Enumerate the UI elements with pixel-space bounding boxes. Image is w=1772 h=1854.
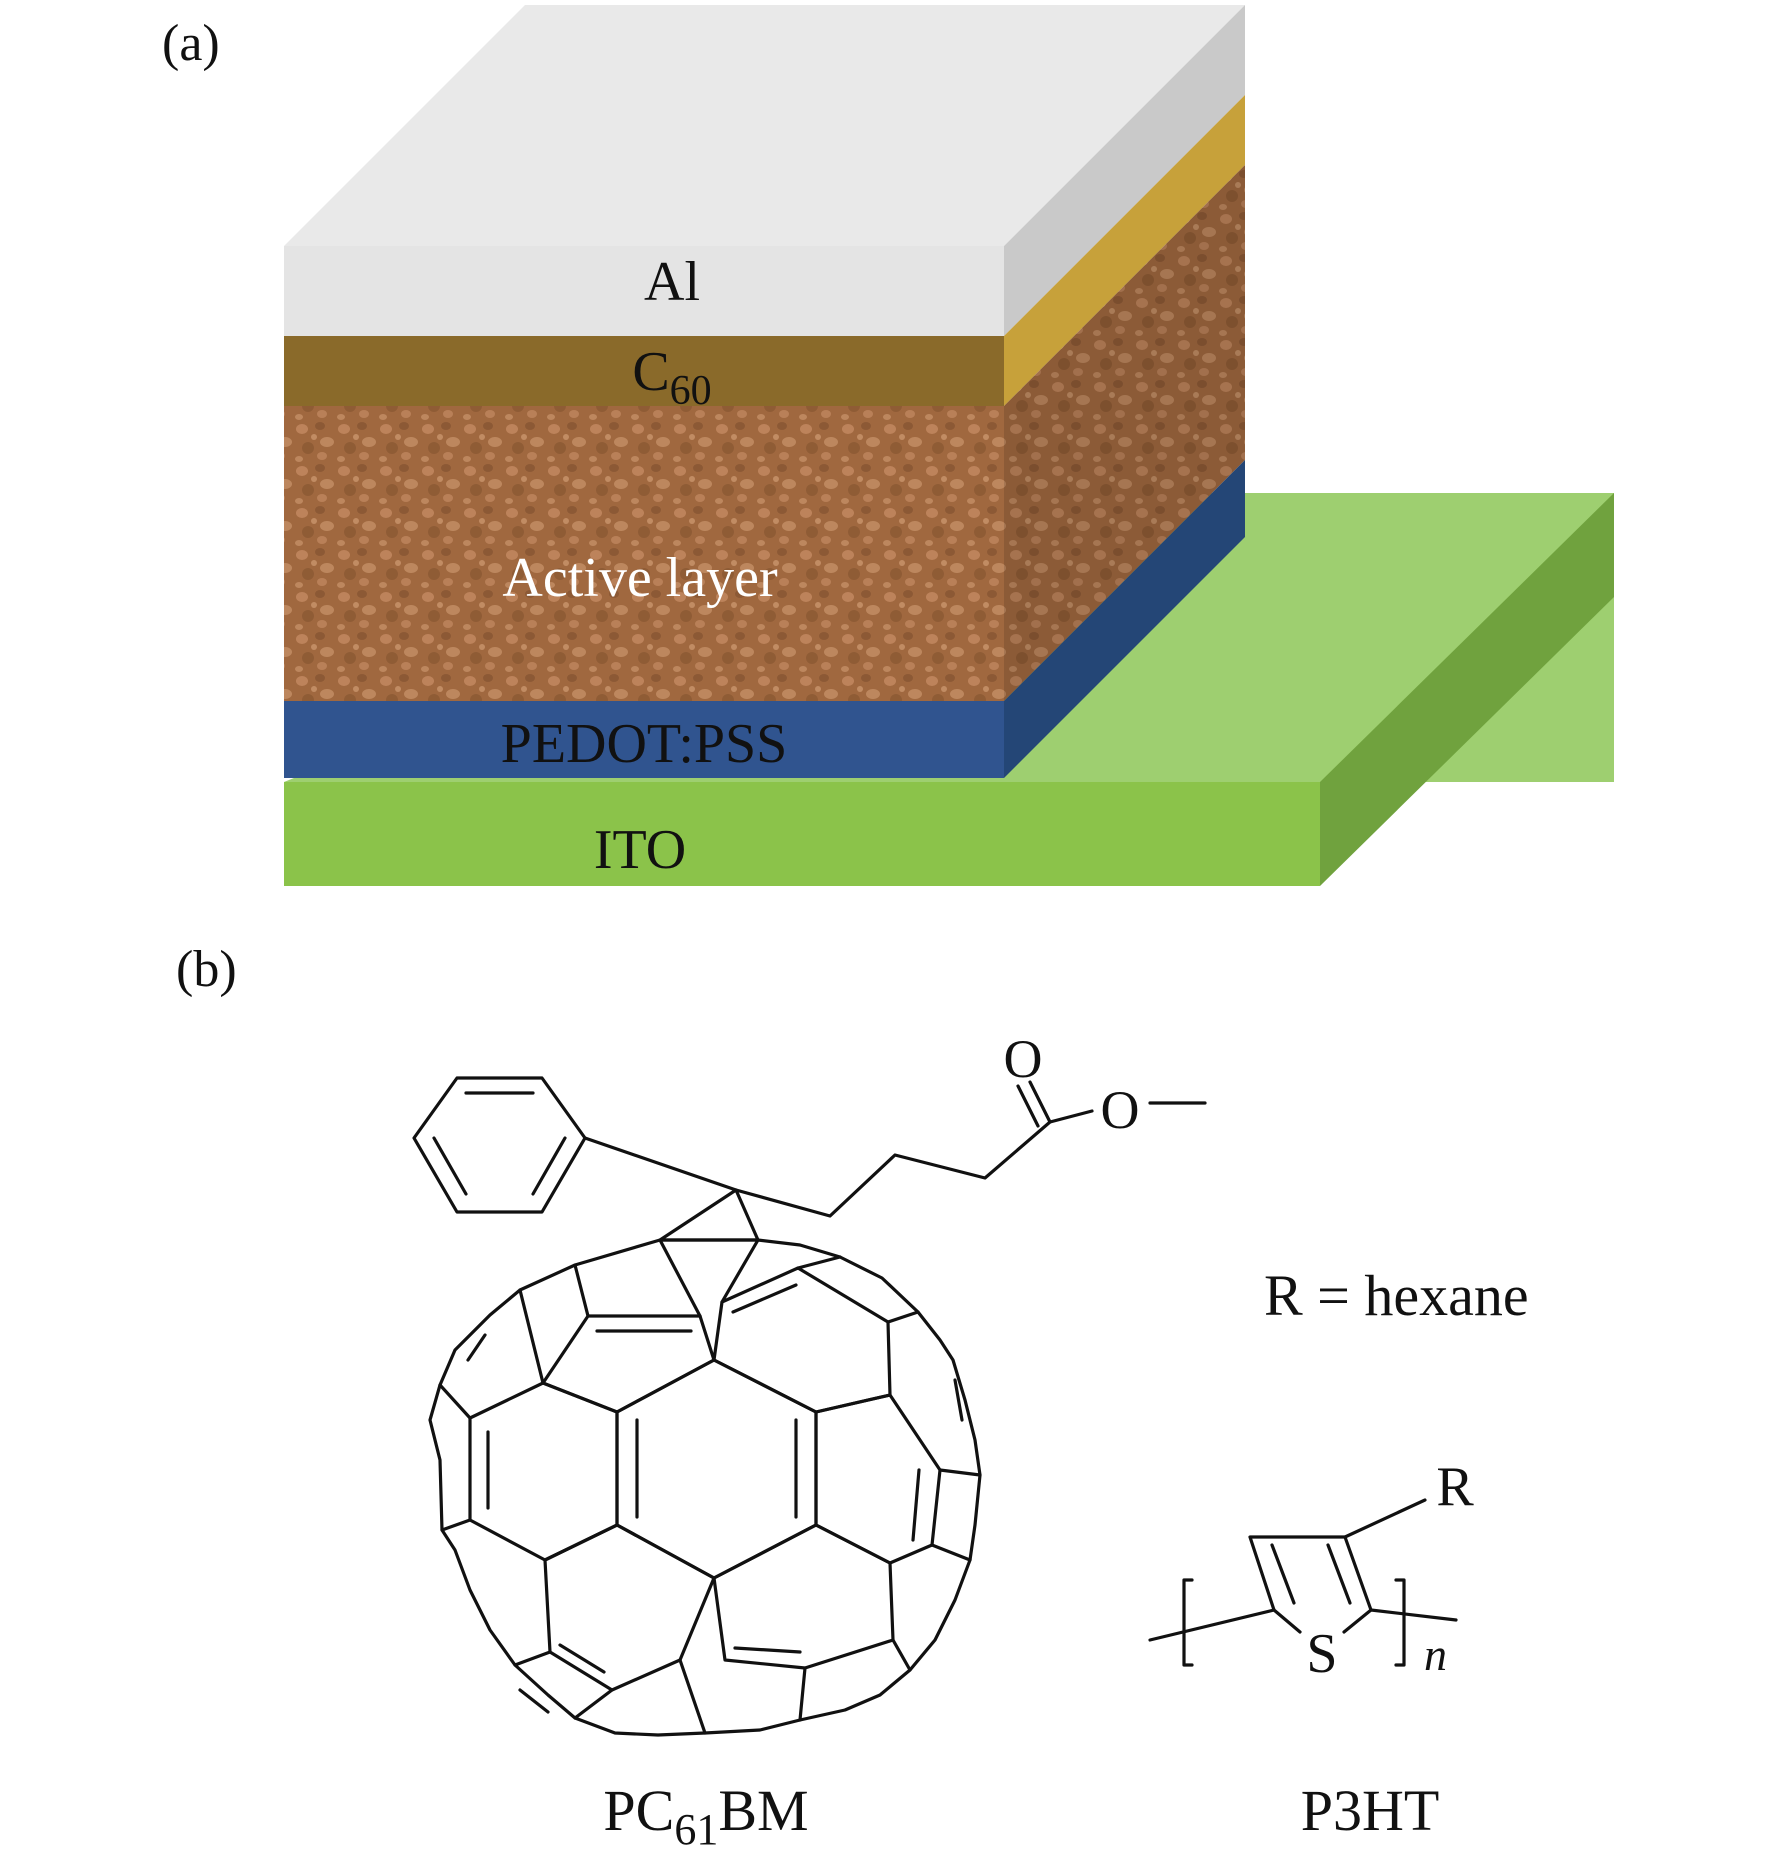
pedot-layer-label: PEDOT:PSS <box>501 713 788 775</box>
fullerene-central-hexagon <box>615 1358 818 1580</box>
pcbm-name-subscript: 61 <box>674 1805 718 1854</box>
p3ht-r-atom-label: R <box>1436 1456 1474 1518</box>
cyclopropane-ring <box>658 1188 760 1242</box>
ester-bond <box>1048 1109 1094 1124</box>
fullerene-bond <box>678 1658 707 1735</box>
thiophene-ring-bond <box>1342 1608 1373 1634</box>
c60-label-main: C <box>632 341 669 403</box>
fullerene-top-ring <box>541 1314 716 1414</box>
left-repeat-bracket <box>1182 1578 1194 1667</box>
fullerene-bond <box>518 1288 545 1385</box>
active-layer-front-face <box>284 406 1004 701</box>
r-equals-hexane-note: R = hexane <box>1264 1263 1529 1328</box>
p3ht-sulfur-atom-label: S <box>1306 1623 1337 1685</box>
phenyl-to-cyclopropane-bond <box>583 1136 738 1192</box>
al-top-face <box>284 5 1245 246</box>
ito-front-face <box>284 782 1320 886</box>
ester-oxygen-label: O <box>1101 1080 1140 1140</box>
carbonyl-bond <box>1028 1080 1052 1124</box>
pedot-side-face <box>1004 460 1245 778</box>
thiophene-ring-bond <box>1272 1608 1302 1634</box>
fullerene-bond <box>796 1255 842 1270</box>
butyrate-chain <box>734 1120 1052 1218</box>
left-chain-bond <box>1148 1608 1276 1642</box>
pcbm-name-label: PC61BM <box>603 1778 808 1854</box>
fullerene-bond <box>798 1666 807 1722</box>
fullerene-bond <box>658 1238 702 1318</box>
pcbm-name-main: PC <box>603 1778 674 1843</box>
active-layer-label: Active layer <box>502 547 778 609</box>
right-repeat-bracket <box>1394 1578 1406 1667</box>
phenyl-double-bond <box>531 1136 567 1196</box>
active-layer-side-shade <box>1004 165 1245 701</box>
fullerene-bond <box>438 1383 472 1420</box>
fullerene-bond <box>930 1543 972 1562</box>
ito-layer-label: ITO <box>594 819 686 881</box>
phenyl-double-bond <box>432 1136 468 1196</box>
fullerene-far-right-ring <box>814 1393 942 1565</box>
fullerene-bond <box>886 1310 920 1324</box>
ito-side-face <box>1320 493 1614 886</box>
al-layer-label: Al <box>644 251 700 313</box>
thiophene-ring <box>1248 1535 1373 1612</box>
c60-front-face <box>284 336 1004 406</box>
fullerene-bond <box>573 1263 590 1318</box>
panel-a-label: (a) <box>162 15 220 72</box>
fullerene-double-bond <box>953 1378 964 1422</box>
pcbm-name-end: BM <box>718 1778 808 1843</box>
right-chain-bond <box>1369 1608 1458 1622</box>
fullerene-outer-rim <box>428 1238 982 1737</box>
al-front-face <box>284 246 1004 336</box>
p3ht-structure <box>1148 1498 1458 1667</box>
fullerene-bond <box>720 1238 760 1304</box>
fullerene-bond <box>573 1688 614 1720</box>
fullerene-double-bond <box>466 1333 487 1362</box>
fullerene-bond <box>440 1518 472 1532</box>
pedot-front-face <box>284 701 1004 778</box>
p3ht-name-label: P3HT <box>1301 1778 1440 1843</box>
fullerene-double-bond <box>911 1468 921 1542</box>
c60-side-face <box>1004 95 1245 406</box>
panel-b-label: (b) <box>176 941 237 998</box>
fullerene-left-ring <box>468 1381 619 1562</box>
fullerene-double-bond <box>558 1643 606 1674</box>
device-stack-diagram: (a) Al C60 Active layer PEDOT:PSS ITO <box>162 5 1614 886</box>
thiophene-double-bond <box>1326 1543 1352 1605</box>
carbonyl-oxygen-label: O <box>1004 1029 1043 1089</box>
fullerene-double-bond <box>733 1646 802 1654</box>
carbonyl-double-bond <box>1016 1084 1040 1128</box>
fullerene-lower-right-ring <box>712 1523 895 1670</box>
fullerene-bond <box>513 1650 552 1667</box>
p3ht-repeat-index-label: n <box>1424 1629 1447 1680</box>
fullerene-double-bond <box>518 1688 550 1714</box>
fullerene-right-ring <box>712 1266 892 1414</box>
fullerene-bond <box>938 1468 982 1477</box>
c60-label-subscript: 60 <box>670 368 712 414</box>
fullerene-lower-left-ring <box>543 1523 716 1692</box>
active-layer-side-face <box>1004 165 1245 701</box>
thiophene-double-bond <box>1270 1543 1296 1605</box>
r-substituent-bond <box>1343 1498 1427 1539</box>
c60-layer-label: C60 <box>632 341 711 414</box>
fullerene-bond <box>891 1638 912 1672</box>
pcbm-structure: O O <box>412 1029 1207 1737</box>
al-side-face <box>1004 5 1245 336</box>
fullerene-double-bond <box>731 1283 798 1314</box>
